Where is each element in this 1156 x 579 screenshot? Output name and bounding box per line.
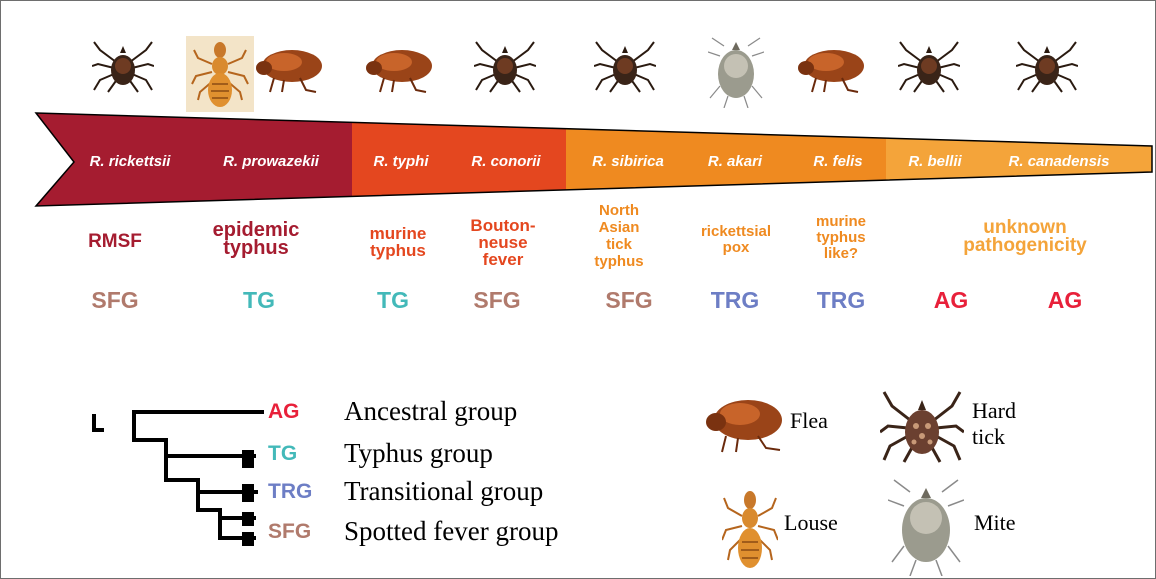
legend-abbr-sfg: SFG [268, 520, 311, 544]
group-label: TG [214, 287, 304, 314]
disease-label: Bouton- neuse fever [448, 217, 558, 268]
vector-label-louse: Louse [784, 510, 838, 536]
group-label: AG [1020, 287, 1110, 314]
flea-icon [254, 44, 326, 94]
legend-name-tg: Typhus group [344, 438, 493, 469]
group-label: TRG [796, 287, 886, 314]
vector-label-mite: Mite [974, 510, 1016, 536]
flea-icon [364, 44, 436, 94]
group-label: SFG [452, 287, 542, 314]
group-label: SFG [70, 287, 160, 314]
species-label: R. bellii [890, 152, 980, 172]
hard-tick-icon [92, 36, 154, 98]
disease-label: unknown pathogenicity [910, 219, 1140, 255]
louse-icon [722, 484, 778, 574]
group-label: SFG [584, 287, 674, 314]
hard-tick-icon [594, 36, 656, 98]
species-label: R. conorii [448, 152, 564, 172]
group-label: TG [348, 287, 438, 314]
species-label: R. prowazekii [196, 152, 346, 172]
species-label: R. sibirica [570, 152, 686, 172]
species-label: R. rickettsii [60, 152, 200, 172]
phylogenetic-tree [84, 388, 268, 548]
flea-icon [796, 44, 868, 94]
mite-icon [708, 36, 764, 108]
vector-label-flea: Flea [790, 408, 828, 434]
flea-icon [704, 392, 786, 454]
legend-abbr-tg: TG [268, 442, 297, 466]
hard-tick-icon [1016, 36, 1078, 98]
mite-icon [888, 478, 964, 576]
hard-tick-icon [898, 36, 960, 98]
legend-name-trg: Transitional group [344, 476, 543, 507]
species-label: R. akari [690, 152, 780, 172]
hard-tick-icon [880, 386, 964, 472]
species-label: R. felis [794, 152, 882, 172]
legend-abbr-trg: TRG [268, 480, 312, 504]
species-label: R. typhi [356, 152, 446, 172]
louse-icon [190, 36, 250, 112]
disease-label: murine typhus [348, 225, 448, 259]
disease-label: North Asian tick typhus [574, 202, 664, 270]
disease-label: murine typhus like? [796, 214, 886, 262]
disease-label: RMSF [70, 234, 160, 250]
disease-label: rickettsial pox [674, 224, 798, 256]
disease-label: epidemic typhus [196, 221, 316, 257]
hard-tick-icon [474, 36, 536, 98]
vector-label-hard-tick: Hard tick [972, 398, 1016, 450]
legend-name-sfg: Spotted fever group [344, 516, 558, 547]
species-label: R. canadensis [982, 152, 1136, 172]
group-label: AG [906, 287, 996, 314]
group-label: TRG [690, 287, 780, 314]
legend-abbr-ag: AG [268, 400, 300, 424]
legend-name-ag: Ancestral group [344, 396, 517, 427]
